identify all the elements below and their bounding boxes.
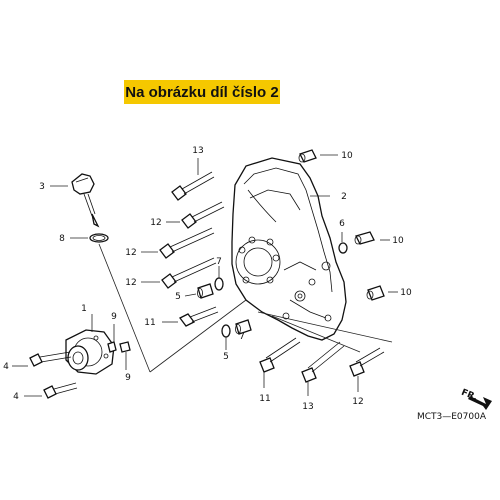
callout-10-upper: 10 <box>341 151 353 161</box>
bolt-12-c <box>161 257 217 289</box>
sealing-washer-upper <box>214 277 224 291</box>
plug-upper <box>197 283 214 299</box>
bolt-4-lower <box>43 382 78 399</box>
callout-4-lower: 4 <box>13 392 19 402</box>
bolt-12-lower <box>349 347 385 377</box>
callout-2: 2 <box>341 192 347 202</box>
callout-1: 1 <box>81 304 87 314</box>
callout-3: 3 <box>39 182 45 192</box>
callout-12-a: 12 <box>150 218 161 228</box>
callout-7-lower: 7 <box>239 332 245 342</box>
callout-13-upper: 13 <box>192 146 203 156</box>
callout-5-lower: 5 <box>223 352 229 362</box>
dowel-pin-9-lower <box>119 341 131 353</box>
part-number-banner: Na obrázku díl číslo 2 <box>124 80 280 104</box>
diagram-code: MCT3—E0700A <box>417 412 487 422</box>
callout-10-lower: 10 <box>400 288 412 298</box>
bolt-11-left <box>179 306 219 327</box>
bolt-4-upper <box>29 351 72 367</box>
callout-11-lower: 11 <box>259 394 270 404</box>
callout-9-upper: 9 <box>111 312 117 322</box>
callout-13-lower: 13 <box>302 402 313 412</box>
bolt-11-lower <box>259 337 301 373</box>
bolt-12-b <box>159 227 215 259</box>
dowel-pin-9-upper <box>107 341 117 353</box>
callout-6: 6 <box>339 219 345 229</box>
bolt-13-lower <box>301 341 345 383</box>
callout-8: 8 <box>59 234 65 244</box>
o-ring-8 <box>89 233 109 243</box>
front-direction-label: FR. <box>460 388 479 404</box>
o-ring-6 <box>338 242 348 254</box>
callout-9-lower: 9 <box>125 373 131 383</box>
bearing-holder-part <box>65 329 115 375</box>
bolt-13-upper <box>171 171 215 201</box>
generator-cover-part <box>231 157 347 341</box>
dowel-pin-middle <box>354 231 375 245</box>
callout-12-c: 12 <box>125 278 136 288</box>
leader-lines <box>12 154 398 397</box>
plug-lower <box>235 319 252 335</box>
callout-12-lower: 12 <box>352 397 363 407</box>
sealing-washer-lower <box>221 324 231 338</box>
callout-5-upper: 5 <box>175 292 181 302</box>
callout-11-left: 11 <box>144 318 155 328</box>
banner-text: Na obrázku díl číslo 2 <box>125 83 279 101</box>
callout-12-b: 12 <box>125 248 136 258</box>
bolt-12-a <box>181 201 225 229</box>
dowel-pin-lower <box>366 285 385 301</box>
callout-10-middle: 10 <box>392 236 404 246</box>
dowel-pin-upper <box>298 149 317 163</box>
front-direction-arrow-icon <box>468 396 492 410</box>
callout-4-upper: 4 <box>3 362 9 372</box>
callout-7-upper: 7 <box>216 257 222 267</box>
oil-filler-cap-part <box>71 173 100 228</box>
